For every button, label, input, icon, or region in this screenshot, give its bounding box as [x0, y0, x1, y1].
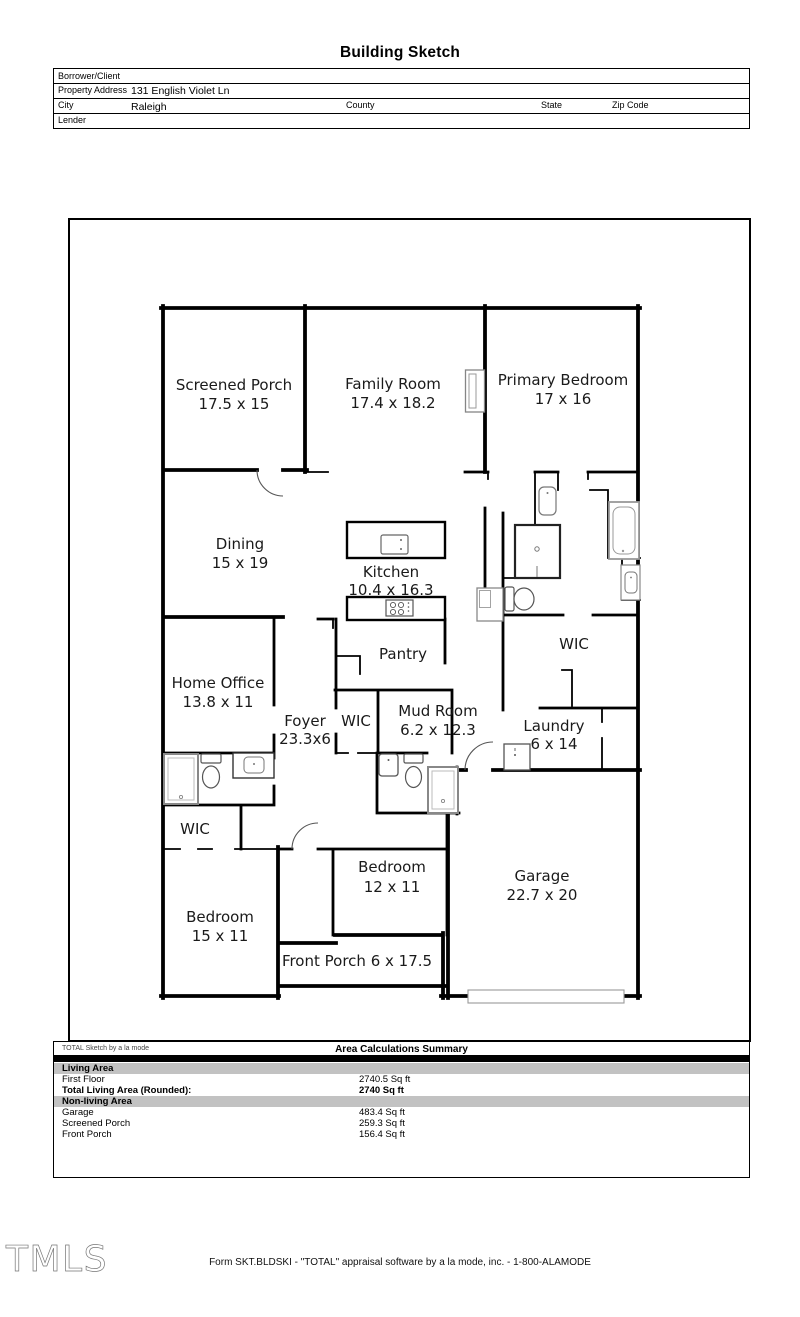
lender-label: Lender: [58, 115, 87, 125]
primary-second-sink-icon: [620, 564, 641, 601]
fireplace-icon: [464, 369, 486, 413]
city-value: Raleigh: [131, 100, 167, 113]
room-label-mud-room: Mud Room: [398, 702, 477, 720]
property-info-table: Borrower/Client Property Address 131 Eng…: [53, 68, 750, 129]
living-area-header: Living Area: [62, 1063, 114, 1074]
office-bath-toilet-icon: [200, 753, 222, 789]
room-dims-home-office: 13.8 x 11: [183, 693, 254, 711]
room-label-foyer: Foyer: [284, 712, 326, 730]
room-label-family-room: Family Room: [345, 375, 441, 393]
room-label-pantry: Pantry: [379, 645, 427, 663]
living-row-value: 2740.5 Sq ft: [359, 1074, 411, 1085]
room-label-bedroom-15: Bedroom: [186, 908, 254, 926]
zip-code-label: Zip Code: [612, 100, 649, 110]
room-label-wic-hall: WIC: [341, 712, 371, 730]
room-dims-kitchen: 10.4 x 16.3: [348, 581, 433, 599]
room-dims-garage: 22.7 x 20: [507, 886, 578, 904]
screened-porch-door-arc: [256, 469, 284, 497]
table-divider: [54, 83, 749, 84]
room-dims-bedroom-15: 15 x 11: [192, 927, 249, 945]
table-divider: [54, 97, 749, 99]
room-label-laundry: Laundry: [523, 717, 584, 735]
property-address-label: Property Address: [58, 85, 128, 95]
room-dims-dining: 15 x 19: [212, 554, 269, 572]
county-label: County: [346, 100, 375, 110]
fixtures: [163, 369, 641, 1004]
garage-row-value: 483.4 Sq ft: [359, 1107, 405, 1118]
area-calculations-summary: TOTAL Sketch by a la mode Area Calculati…: [53, 1041, 750, 1178]
room-label-wic-bedroom: WIC: [180, 820, 210, 838]
room-dims-foyer: 23.3x6: [279, 730, 331, 748]
table-divider: [54, 112, 749, 114]
summary-divider-bar: [54, 1054, 749, 1062]
living-area-band: Living Area: [54, 1062, 749, 1074]
room-dims-laundry: 6 x 14: [530, 735, 577, 753]
interior-wall-path: [161, 470, 640, 937]
room-label-bedroom-12: Bedroom: [358, 858, 426, 876]
property-address-value: 131 English Violet Ln: [131, 85, 230, 97]
room-label-dining: Dining: [216, 535, 264, 553]
exterior-wall-path: [159, 304, 642, 1000]
room-dims-screened-porch: 17.5 x 15: [199, 395, 270, 413]
primary-vanity-sink-icon: [538, 486, 557, 516]
front-porch-row-value: 156.4 Sq ft: [359, 1129, 405, 1140]
room-labels: Screened Porch 17.5 x 15 Family Room 17.…: [172, 371, 629, 970]
room-dims-family-room: 17.4 x 18.2: [350, 394, 435, 412]
room-dims-mud-room: 6.2 x 12.3: [400, 721, 476, 739]
front-porch-row-label: Front Porch: [62, 1129, 112, 1140]
room-dims-primary-bedroom: 17 x 16: [535, 390, 592, 408]
mud-bath-sink-icon: [378, 753, 399, 777]
primary-toilet-icon: [504, 586, 535, 612]
total-living-label: Total Living Area (Rounded):: [62, 1085, 192, 1096]
room-label-screened-porch: Screened Porch: [176, 376, 292, 394]
door-arcs: [256, 469, 494, 850]
room-label-garage: Garage: [515, 867, 570, 885]
exterior-walls: [159, 304, 642, 1000]
room-label-wic-primary: WIC: [559, 635, 589, 653]
mud-bath-shower-icon: [427, 766, 459, 814]
hall-door-arc: [291, 822, 319, 850]
room-label-primary-bedroom: Primary Bedroom: [498, 371, 629, 389]
garage-entry-door-arc: [464, 741, 494, 771]
primary-shower-icon: [513, 523, 562, 580]
page-title: Building Sketch: [339, 44, 461, 61]
screened-porch-row-value: 259.3 Sq ft: [359, 1118, 405, 1129]
non-living-header: Non-living Area: [62, 1096, 132, 1107]
form-footer-text: Form SKT.BLDSKI - "TOTAL" appraisal soft…: [209, 1257, 591, 1268]
room-dims-bedroom-12: 12 x 11: [364, 878, 421, 896]
kitchen-island: [345, 520, 447, 560]
room-label-front-porch: Front Porch 6 x 17.5: [282, 952, 432, 970]
area-summary-title: Area Calculations Summary: [335, 1044, 468, 1055]
tmls-logo: TMLS: [5, 1239, 108, 1281]
tmls-logo-text: TMLS: [5, 1239, 108, 1280]
borrower-label: Borrower/Client: [58, 71, 121, 81]
total-living-value: 2740 Sq ft: [359, 1085, 404, 1096]
sketch-watermark: TOTAL Sketch by a la mode: [62, 1045, 150, 1052]
room-label-kitchen: Kitchen: [363, 563, 419, 581]
office-bath-vanity-icon: [232, 752, 275, 779]
office-bath-shower-icon: [163, 753, 199, 805]
non-living-area-band: Non-living Area: [54, 1095, 749, 1107]
mud-bath-toilet-icon: [403, 753, 424, 789]
screened-porch-row-label: Screened Porch: [62, 1118, 131, 1129]
fridge-icon: [476, 587, 504, 622]
room-label-home-office: Home Office: [172, 674, 265, 692]
living-row-label: First Floor: [62, 1074, 105, 1085]
garage-door: [467, 989, 625, 1004]
state-label: State: [541, 100, 563, 110]
bathtub-icon: [608, 501, 640, 560]
laundry-sink-icon: [503, 743, 531, 771]
city-label: City: [58, 100, 74, 110]
cooktop-icon: [385, 599, 414, 617]
garage-row-label: Garage: [62, 1107, 94, 1118]
